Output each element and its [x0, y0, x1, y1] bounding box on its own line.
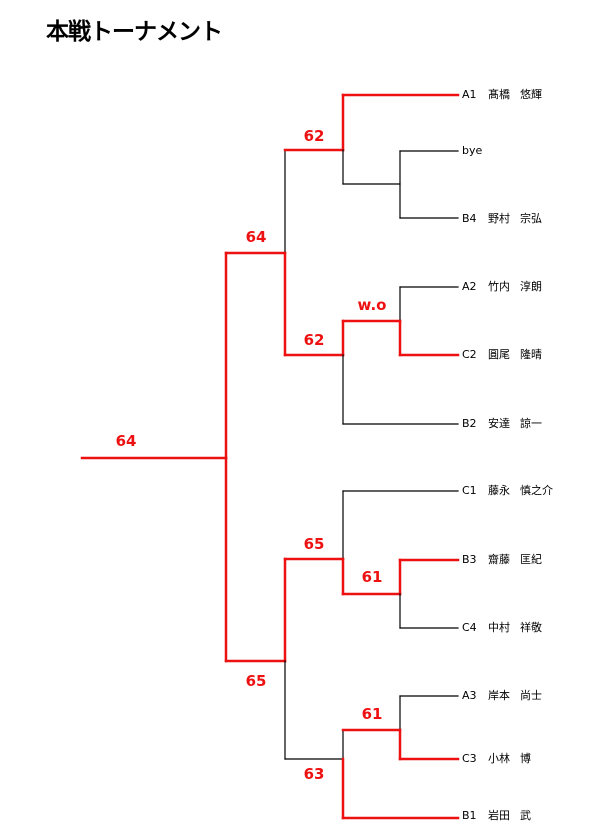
match-score: 64: [245, 228, 267, 246]
player-seed: A2: [462, 280, 477, 293]
player-seed: C2: [462, 348, 477, 361]
player-family-name: 安達: [488, 417, 510, 430]
player-seed: B2: [462, 417, 477, 430]
match-score: 63: [303, 765, 325, 783]
player-seed: B1: [462, 809, 477, 822]
match-score: 62: [303, 127, 325, 145]
page-title: 本戦トーナメント: [46, 19, 223, 45]
player-family-name: bye: [462, 144, 483, 157]
player-entry: bye: [462, 142, 492, 160]
player-entry: C1 藤永慎之介: [462, 482, 553, 500]
player-family-name: 小林: [488, 752, 510, 765]
player-entry: A1 髙橋悠輝: [462, 86, 542, 104]
match-score: 64: [115, 432, 137, 450]
player-entry: A3 岸本尚士: [462, 687, 542, 705]
player-seed: C1: [462, 484, 477, 497]
player-family-name: 岩田: [488, 809, 510, 822]
player-given-name: 武: [520, 809, 531, 822]
player-seed: C3: [462, 752, 477, 765]
player-given-name: 淳朗: [520, 280, 542, 293]
player-seed: C4: [462, 621, 477, 634]
player-given-name: 諒一: [520, 417, 542, 430]
player-given-name: 尚士: [520, 689, 542, 702]
player-entry: C4 中村祥敬: [462, 619, 542, 637]
player-given-name: 博: [520, 752, 531, 765]
player-seed: A1: [462, 88, 477, 101]
player-family-name: 齋藤: [488, 553, 510, 566]
player-given-name: 宗弘: [520, 212, 542, 225]
player-entry: B1 岩田武: [462, 807, 531, 825]
player-entry: B2 安達諒一: [462, 415, 542, 433]
player-family-name: 圓尾: [488, 348, 510, 361]
match-score: 65: [303, 535, 325, 553]
player-seed: B4: [462, 212, 477, 225]
player-family-name: 藤永: [488, 484, 510, 497]
player-given-name: 隆晴: [520, 348, 542, 361]
player-seed: A3: [462, 689, 477, 702]
player-entry: B4 野村宗弘: [462, 210, 542, 228]
player-family-name: 髙橋: [488, 88, 510, 101]
player-entry: B3 齋藤匡紀: [462, 551, 542, 569]
player-seed: B3: [462, 553, 477, 566]
player-given-name: 慎之介: [520, 484, 553, 497]
match-score: 62: [303, 331, 325, 349]
match-score: w.o: [357, 296, 387, 314]
player-family-name: 竹内: [488, 280, 510, 293]
player-family-name: 岸本: [488, 689, 510, 702]
player-given-name: 匡紀: [520, 553, 542, 566]
player-entry: C3 小林博: [462, 750, 531, 768]
player-family-name: 野村: [488, 212, 510, 225]
player-entry: A2 竹内淳朗: [462, 278, 542, 296]
match-score: 61: [361, 568, 383, 586]
match-score: 65: [245, 672, 267, 690]
player-entry: C2 圓尾隆晴: [462, 346, 542, 364]
match-score: 61: [361, 705, 383, 723]
player-given-name: 祥敬: [520, 621, 542, 634]
player-family-name: 中村: [488, 621, 510, 634]
player-given-name: 悠輝: [520, 88, 542, 101]
